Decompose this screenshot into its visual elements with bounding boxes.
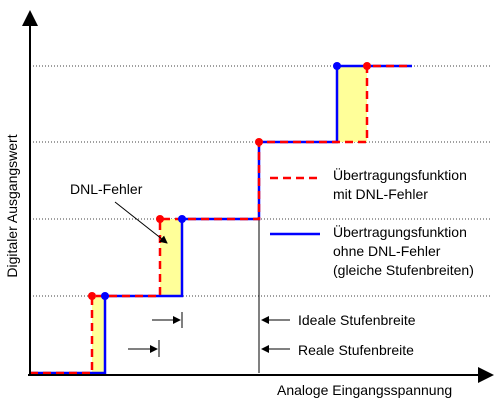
- dnl-dot-2: [156, 215, 164, 223]
- dnl-dot-1: [88, 292, 96, 300]
- y-axis-label: Digitaler Ausgangswert: [4, 134, 20, 277]
- dnl-dot-4: [363, 62, 371, 70]
- legend-dnl-line1: Übertragungsfunktion: [333, 166, 467, 183]
- legend-ideal-line2: ohne DNL-Fehler: [333, 243, 441, 259]
- legend-ideal-line3: (gleiche Stufenbreiten): [333, 262, 474, 278]
- error-region-4: [337, 66, 367, 142]
- x-axis-label: Analoge Eingangsspannung: [277, 382, 452, 398]
- ideal-width-label: Ideale Stufenbreite: [298, 312, 416, 328]
- legend-dnl-line2: mit DNL-Fehler: [333, 186, 428, 202]
- dnl-dot-3: [255, 138, 263, 146]
- legend-ideal-line1: Übertragungsfunktion: [333, 223, 467, 240]
- error-region-1: [92, 296, 105, 373]
- ideal-dot-4: [333, 62, 341, 70]
- real-width-label: Reale Stufenbreite: [298, 342, 414, 358]
- ideal-dot-1: [101, 292, 109, 300]
- dnl-transfer-function: [30, 64, 412, 375]
- ideal-dots: [101, 62, 341, 300]
- dnl-error-pointer: [114, 201, 168, 244]
- annotation-arrows: [114, 201, 290, 353]
- dnl-error-label: DNL-Fehler: [70, 181, 143, 197]
- ideal-dot-2: [178, 215, 186, 223]
- error-region-2: [160, 219, 182, 296]
- axes: [22, 10, 494, 383]
- dnl-dots: [88, 62, 371, 300]
